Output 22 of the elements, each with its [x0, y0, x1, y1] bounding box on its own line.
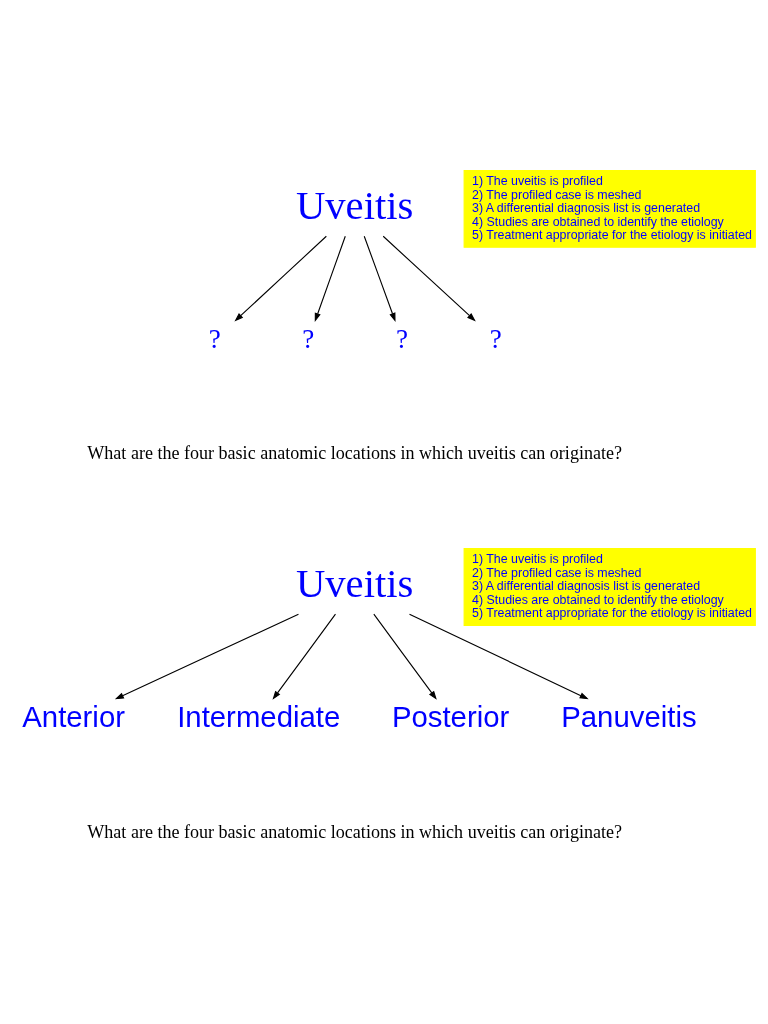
label: What are the four basic anatomic locations in which uveitis can originate?	[87, 821, 623, 842]
arrow	[408, 613, 589, 699]
node-text: Intermediate	[177, 699, 341, 733]
arrow	[314, 235, 346, 322]
node-text: Anterior	[22, 699, 125, 733]
arrow	[234, 235, 327, 321]
node-text: Uveitis	[295, 182, 414, 228]
node-text: ?	[302, 323, 315, 354]
arrow	[114, 613, 300, 699]
node-text: Uveitis	[295, 560, 414, 606]
arrow	[373, 613, 437, 700]
node-text: Panuveitis	[561, 699, 697, 733]
node-text: ?	[396, 323, 409, 354]
arrow	[382, 235, 476, 321]
node-box: 1) The uveitis is profiled 2) The profiled case is meshed 3) A differential diagnosis list is generated 4) Studies are obtained to identify the etiology 5) Treatment appropriate for the etiology is initiated	[463, 169, 756, 248]
node-text: ?	[208, 323, 221, 354]
node-box: 1) The uveitis is profiled 2) The profiled case is meshed 3) A differential diagnosis list is generated 4) Studies are obtained to identify the etiology 5) Treatment appropriate for the etiology is initiated	[463, 547, 756, 626]
arrow	[363, 235, 396, 322]
arrow	[272, 613, 337, 700]
node-text: ?	[489, 323, 502, 354]
node-text: Posterior	[391, 699, 510, 733]
label: What are the four basic anatomic locations in which uveitis can originate?	[87, 442, 623, 463]
